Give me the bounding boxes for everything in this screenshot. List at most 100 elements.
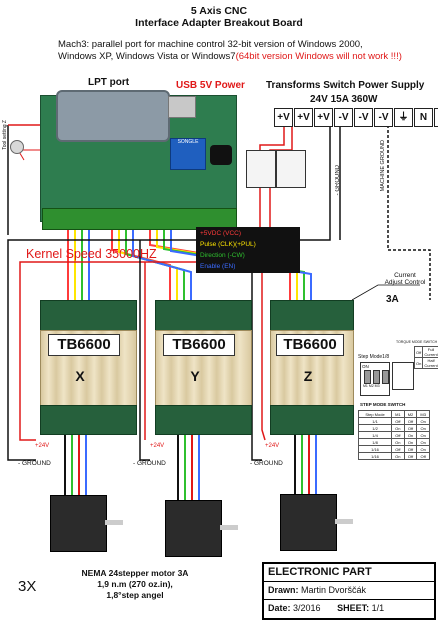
driver-z-bottom xyxy=(270,405,354,435)
torque-cell: On xyxy=(413,357,424,369)
relay: SONGLE xyxy=(170,138,206,170)
step-cell: On xyxy=(391,452,405,460)
dip-on-label: ON xyxy=(362,364,369,369)
spindle-connector xyxy=(210,145,232,165)
torque-title: TORQUE MODE SWITCH xyxy=(396,340,438,344)
step-cell: On xyxy=(403,431,418,439)
psu-terminal: +V xyxy=(314,108,333,127)
psu-terminal: +V xyxy=(274,108,293,127)
torque-cell: Full Current xyxy=(422,346,438,358)
step-cell: Off xyxy=(403,424,418,432)
dip-m-labels: M1 M2 M3 xyxy=(363,384,380,388)
step-cell: 1/4 xyxy=(357,431,393,439)
psu-terminals: +V +V +V -V -V -V ⏚ N L xyxy=(274,108,438,127)
step-header: M1 xyxy=(391,410,405,418)
psu-terminal: -V xyxy=(374,108,393,127)
motor-x-shaft xyxy=(105,520,123,525)
step-cell: On xyxy=(416,424,430,432)
torque-cell: Half Current xyxy=(422,357,438,369)
stepper-motor-z xyxy=(280,494,337,551)
motor-z-shaft xyxy=(335,519,353,524)
legend-enable: Enable (EN) xyxy=(200,263,236,270)
drawn-label: Drawn: xyxy=(268,585,299,595)
driver-y-24v: +24V xyxy=(150,443,165,449)
title-block-part: ELECTRONIC PART xyxy=(264,564,434,582)
description-line-1: Mach3: parallel port for machine control… xyxy=(58,39,363,50)
driver-z-axis: Z xyxy=(303,368,313,384)
motor-spec: NEMA 24stepper motor 3A 1,9 n.m (270 oz.… xyxy=(60,568,210,601)
step-cell: On xyxy=(416,438,430,446)
driver-x-top xyxy=(40,300,137,332)
tool-setting-label: Tool setting Z xyxy=(2,120,8,150)
spindle-output xyxy=(276,150,306,188)
drawn-value: Martin Dvorščák xyxy=(301,585,367,595)
description-os: Windows XP, Windows Vista or Windows7 xyxy=(58,51,236,62)
diagram-title: 5 Axis CNC xyxy=(190,5,248,17)
step-cell: 1/16 xyxy=(357,452,393,460)
motor-spec-line2: 1,9 n.m (270 oz.in), xyxy=(97,579,173,589)
usb-power-label: USB 5V Power xyxy=(176,80,245,91)
current-label: Current Adjust Control xyxy=(380,272,430,286)
driver-x-ground: - GROUND xyxy=(18,460,51,467)
step-cell: On xyxy=(416,431,430,439)
driver-y-top xyxy=(155,300,252,332)
relay-module xyxy=(246,150,276,188)
driver-x-name: TB6600 xyxy=(48,334,120,356)
current-label-line1: Current xyxy=(394,272,416,279)
db25-connector xyxy=(56,90,170,142)
quantity-label: 3X xyxy=(18,578,37,595)
current-value: 3A xyxy=(386,294,399,305)
step-cell: 1/1 xyxy=(357,417,393,425)
driver-z-name: TB6600 xyxy=(276,334,344,356)
psu-terminal: +V xyxy=(294,108,313,127)
driver-x-axis: X xyxy=(75,368,85,384)
step-mode-label: Step Mode1/8 xyxy=(358,354,390,360)
machine-ground-label: MACHINE GROUND xyxy=(380,140,386,192)
step-header: M3 xyxy=(416,410,430,418)
legend-pulse: Pulse (CLK)(+PUL) xyxy=(200,241,256,248)
step-cell: On xyxy=(391,424,405,432)
step-header: M2 xyxy=(403,410,418,418)
stepper-motor-y xyxy=(165,500,222,557)
step-cell: Off xyxy=(403,452,418,460)
driver-y-bottom xyxy=(155,405,252,435)
torque-switch xyxy=(392,362,414,390)
legend-direction: Direction (-CW) xyxy=(200,252,245,259)
step-cell: 1/8 xyxy=(357,438,393,446)
terminal-block xyxy=(42,208,237,230)
driver-z-ground: - GROUND xyxy=(250,460,283,467)
step-cell: Off xyxy=(391,431,405,439)
stepper-motor-x xyxy=(50,495,107,552)
kernel-speed-label: Kernel Speed 35000HZ xyxy=(26,247,157,261)
usb-connector xyxy=(168,96,196,118)
sheet-value: 1/1 xyxy=(371,603,385,613)
step-header: Step Mode xyxy=(357,410,393,418)
driver-y-name: TB6600 xyxy=(163,334,235,356)
step-table-title: STEP MODE SWITCH xyxy=(360,402,406,407)
driver-z-top xyxy=(270,300,354,332)
psu-spec: 24V 15A 360W xyxy=(310,94,378,105)
step-cell: 1/16 xyxy=(357,445,393,453)
driver-x-24v: +24V xyxy=(35,443,50,449)
motor-spec-line1: NEMA 24stepper motor 3A xyxy=(81,568,189,578)
step-cell: 1/2 xyxy=(357,424,393,432)
psu-terminal: L xyxy=(434,108,438,127)
title-block-date: Date: 3/2016 SHEET: 1/1 xyxy=(264,600,434,617)
description-warning: (64bit version Windows will not work !!!… xyxy=(235,51,402,62)
description-line-2: Windows XP, Windows Vista or Windows7(64… xyxy=(58,51,402,62)
step-cell: On xyxy=(403,438,418,446)
step-cell: Off xyxy=(391,445,405,453)
dip-switch: ON M1 M2 M3 xyxy=(360,362,390,396)
motor-spec-line3: 1,8°step angel xyxy=(106,590,164,600)
step-cell: On xyxy=(416,417,430,425)
step-cell: On xyxy=(391,438,405,446)
torque-cell: Off xyxy=(413,346,424,358)
step-cell: Off xyxy=(391,417,405,425)
date-label: Date: xyxy=(268,603,291,613)
driver-y-ground: - GROUND xyxy=(133,460,166,467)
title-block-drawn: Drawn: Martin Dvorščák xyxy=(264,582,434,600)
signal-legend: +5VDC (VCC) Pulse (CLK)(+PUL) Direction … xyxy=(196,227,300,273)
psu-terminal: -V xyxy=(354,108,373,127)
